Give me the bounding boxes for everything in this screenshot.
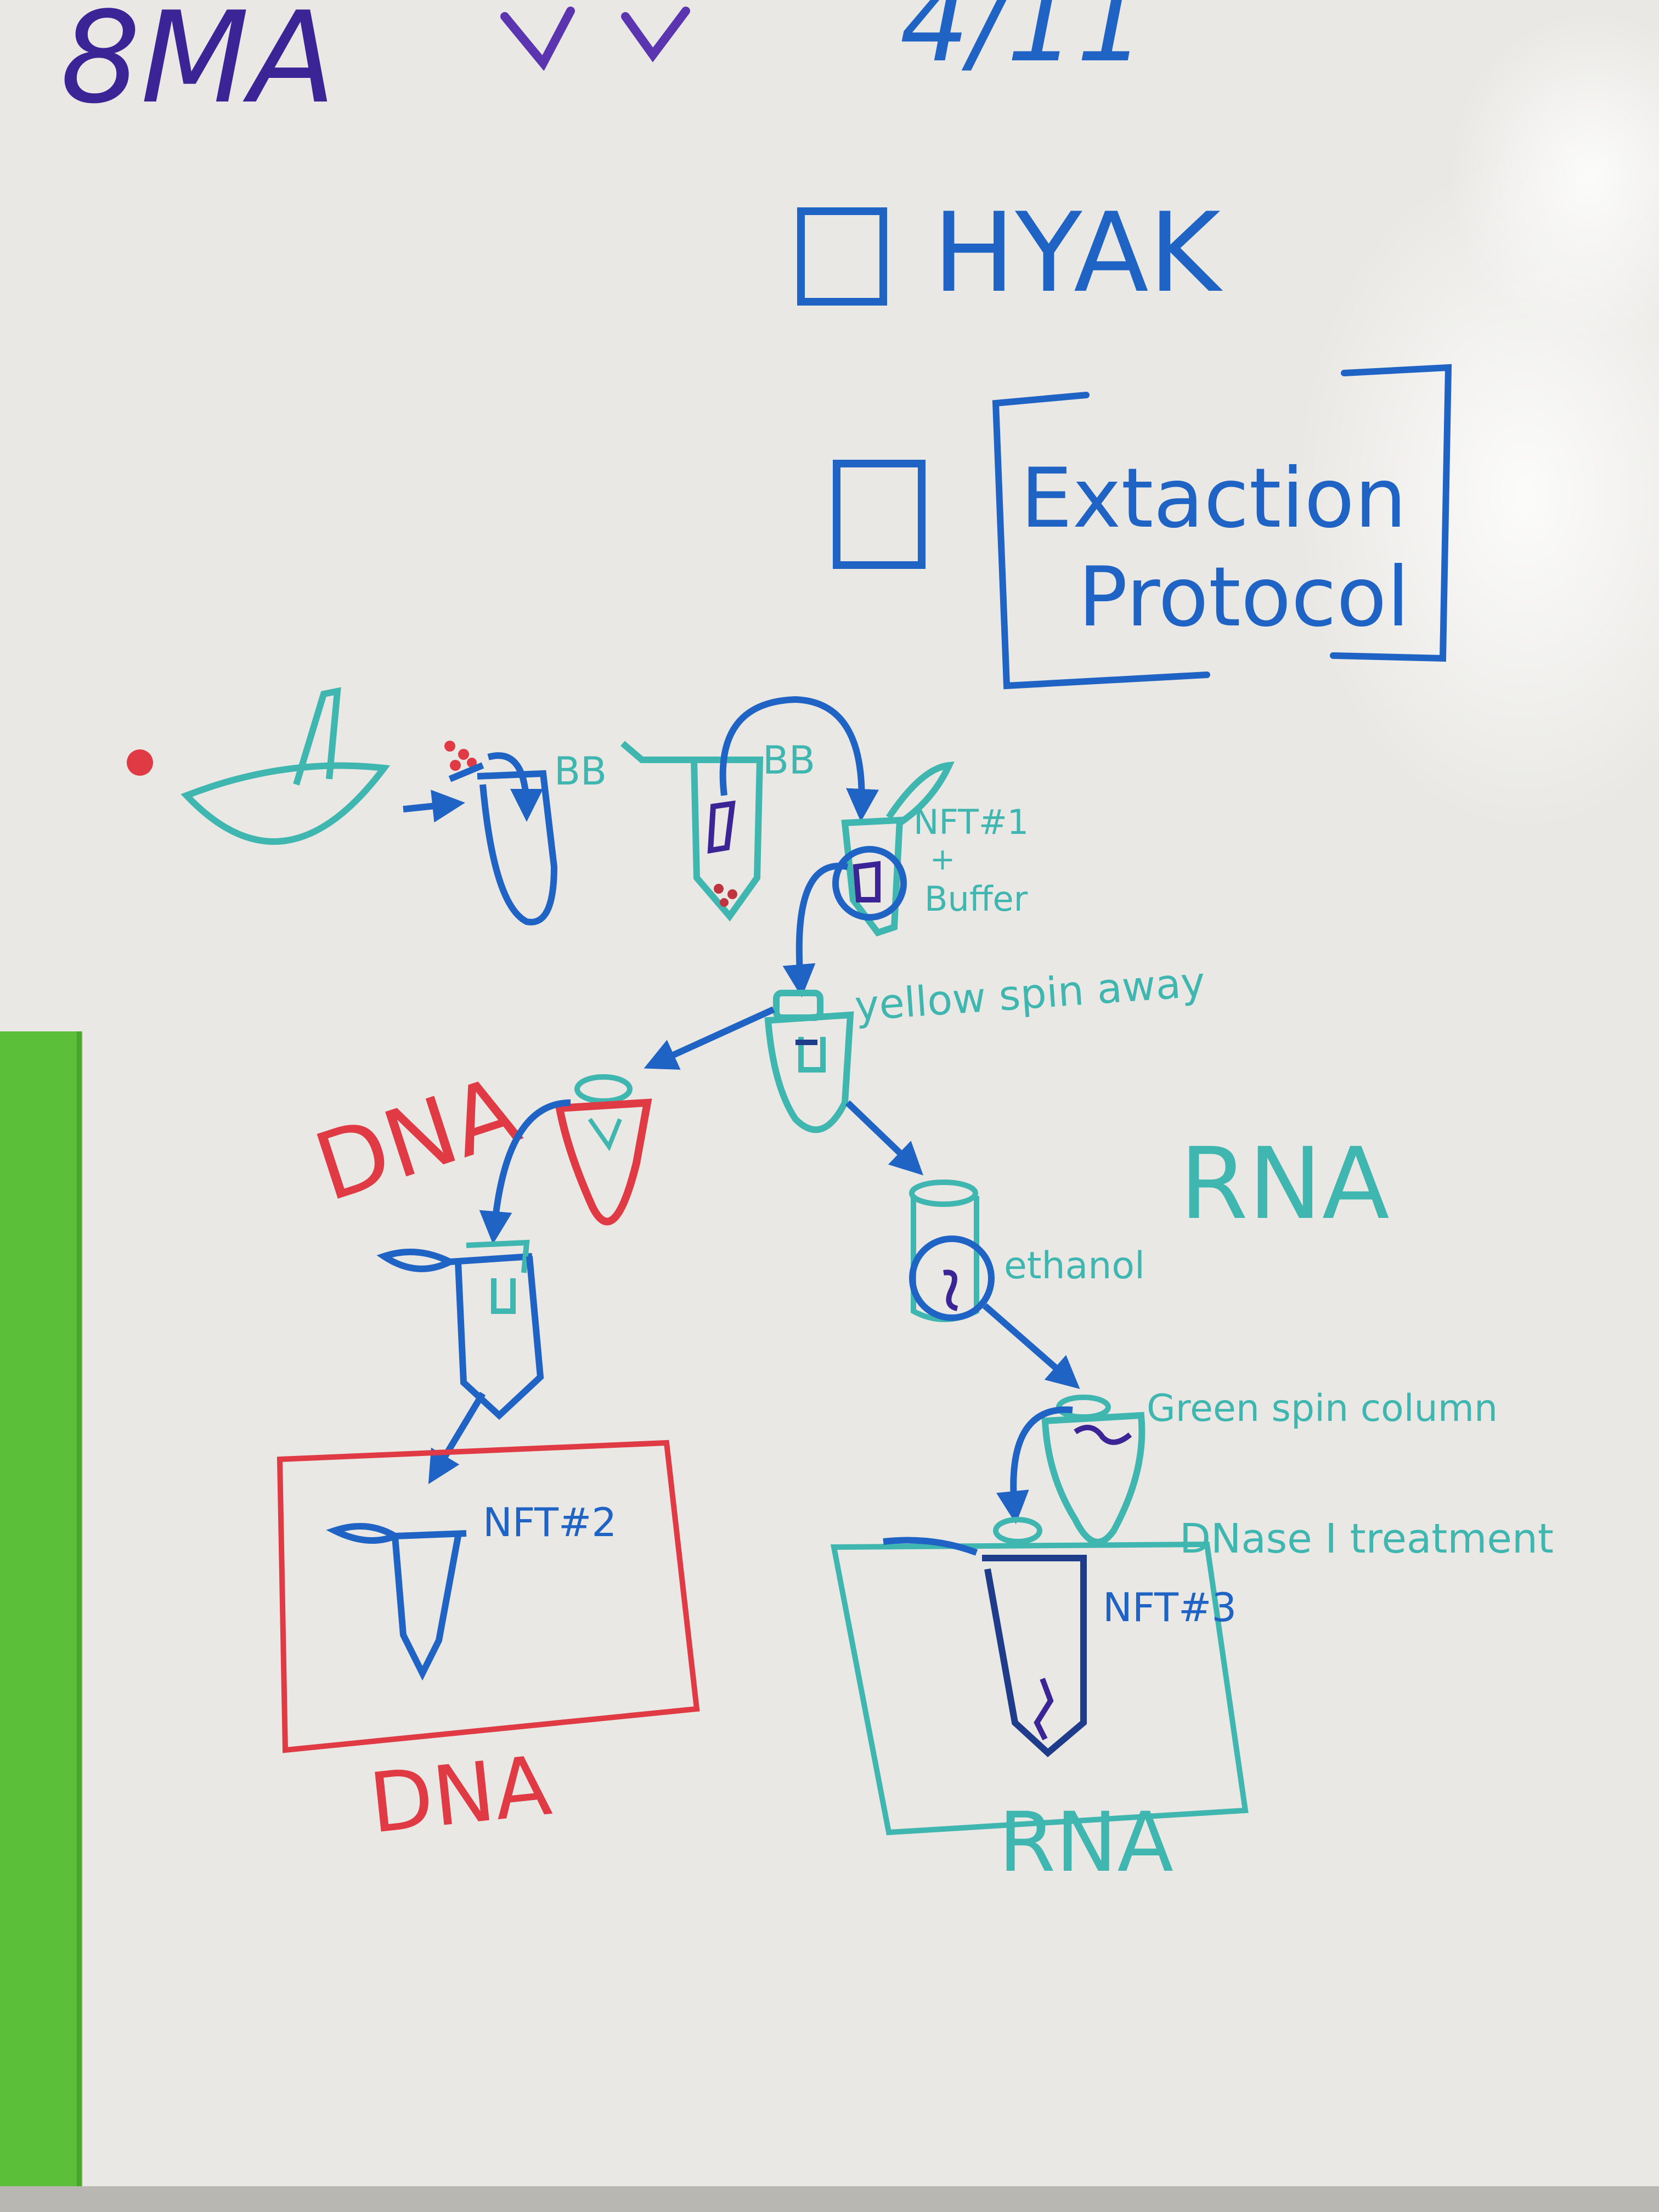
light-glare-top [1448,11,1659,340]
nft2-label: NFT#2 [483,1499,617,1545]
red-dna-tube [555,1098,652,1226]
hyak-label: HYAK [933,189,1223,317]
tube-2 [690,757,764,922]
red-beads [444,741,477,771]
dnase-label: DNase I treatment [1180,1515,1554,1562]
plus-sign: + [930,842,955,877]
pestle-icon [293,687,341,786]
nft2-tube [392,1535,461,1681]
checkbox-hyak[interactable] [797,207,887,306]
ethanol-circle [909,1235,995,1321]
tube-1 [477,770,558,926]
green-tape [0,1031,82,2212]
green-label: Green spin column [1147,1387,1498,1430]
nft1-tube [841,816,904,937]
mortar-icon [180,762,391,845]
nft3-tube [982,1555,1087,1757]
extraction-label-line1: Extaction [1020,451,1407,546]
green-spin-column [1041,1412,1146,1545]
board-frame-bottom [0,2186,1659,2212]
rna-box [830,1541,1249,1836]
checkbox-extraction[interactable] [833,460,926,569]
header-left-text: 8MA [60,0,336,132]
dna-box-caption: DNA [365,1738,556,1852]
checkmark-marks [500,7,690,71]
bead-label-2: BB [763,738,815,783]
nft1-label: NFT#1 [913,802,1029,842]
buffer-label: Buffer [924,879,1028,919]
header-date: 4/11 [900,0,1146,87]
rna-branch-label: RNA [1180,1127,1390,1242]
ethanol-label: ethanol [1004,1244,1145,1288]
nft3-label: NFT#3 [1103,1584,1237,1630]
dna-blue-tube [455,1256,544,1420]
extraction-label-line2: Protocol [1078,550,1409,645]
nft1-circle [832,846,907,921]
dna-box [276,1440,700,1753]
yellow-spin-tube [764,1011,854,1133]
red-dot [127,749,153,776]
bead-label-1: BB [554,749,607,794]
rna-box-caption: RNA [998,1795,1173,1891]
extraction-frame [992,364,1452,690]
